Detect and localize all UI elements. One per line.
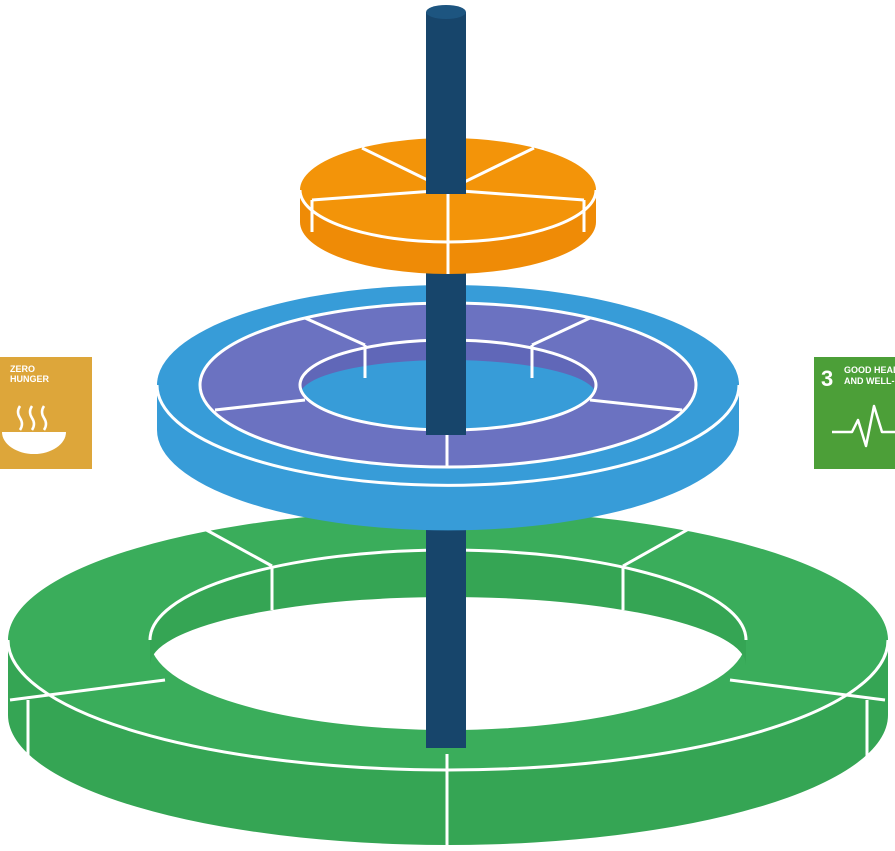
sdg-badge-zero-hunger: ZERO HUNGER <box>0 357 92 469</box>
sdg-badge-good-health: 3 GOOD HEALTH AND WELL-BEING <box>814 357 895 469</box>
pole-upper <box>426 12 466 194</box>
good-health-tile <box>814 357 895 469</box>
bottom-ring-top-face <box>8 510 888 770</box>
good-health-number: 3 <box>821 366 833 391</box>
top-disc-wall <box>300 190 596 274</box>
bottom-ring-outer-wall <box>8 640 888 845</box>
good-health-line1: GOOD HEALTH <box>844 365 895 375</box>
bottom-ring-biosphere <box>6 510 890 845</box>
pole-middle <box>426 270 466 435</box>
bottom-ring-inner-wall <box>150 550 746 665</box>
zero-hunger-line2: HUNGER <box>10 374 50 384</box>
good-health-line2: AND WELL-BEING <box>844 376 895 386</box>
middle-ring-hole-wall <box>300 340 596 395</box>
middle-ring-inner-face <box>200 303 696 467</box>
bowl-steam-icon <box>2 405 66 454</box>
middle-ring-outer-wall <box>156 385 739 531</box>
heartbeat-icon <box>832 404 895 448</box>
pole-cap <box>426 5 466 19</box>
zero-hunger-line1: ZERO <box>10 364 35 374</box>
pole-lower <box>426 520 466 748</box>
